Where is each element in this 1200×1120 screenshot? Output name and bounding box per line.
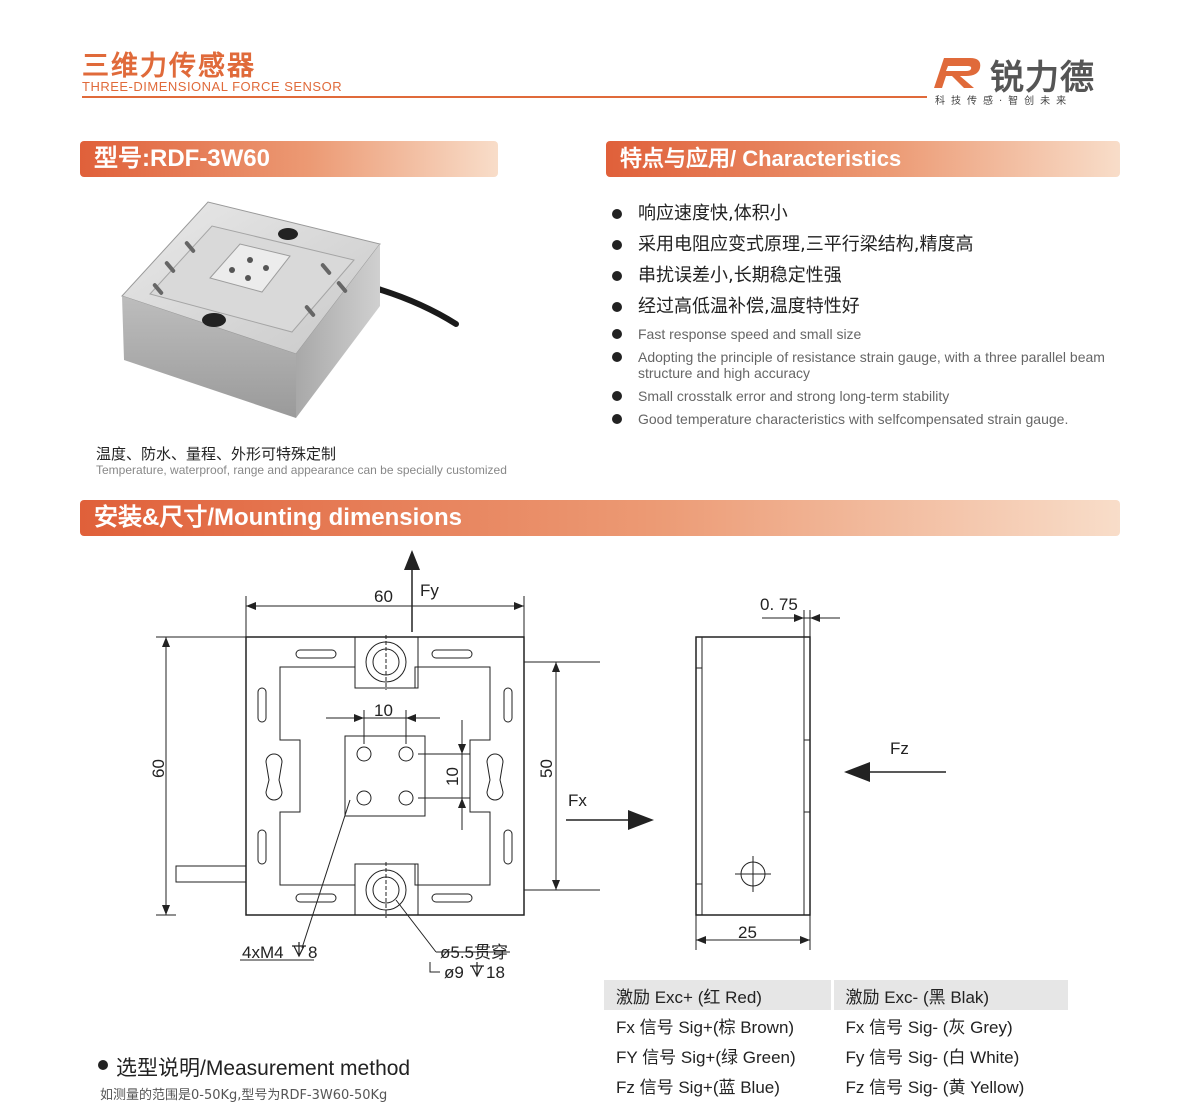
bullet-icon <box>612 391 622 401</box>
bullet-icon <box>98 1060 108 1070</box>
mounting-drawing: Fy 60 60 50 10 10 Fx Fz 0. 75 25 4xM4 8 … <box>149 550 946 980</box>
counterbore-depth: 18 <box>486 963 505 980</box>
fy-label: Fy <box>420 581 439 600</box>
counterbore-dia: ø9 <box>444 963 464 980</box>
bullet-icon <box>612 414 622 424</box>
fz-label: Fz <box>890 739 909 758</box>
thickness-dim: 0. 75 <box>760 595 798 614</box>
bullet-icon <box>612 209 622 219</box>
bullet-icon <box>612 240 622 250</box>
bullet-icon <box>612 302 622 312</box>
height-dim: 60 <box>149 759 168 778</box>
page-title: 三维力传感器 <box>82 51 256 82</box>
through-hole-note: ø5.5贯穿 <box>440 943 508 962</box>
table-row: Fx 信号 Sig+(棕 Brown) Fx 信号 Sig- (灰 Grey) <box>604 1010 1068 1040</box>
feature-item-en: Good temperature characteristics with se… <box>612 411 1112 427</box>
mounting-bar: 安装&尺寸/Mounting dimensions <box>80 500 1120 536</box>
depth-symbol-icon <box>292 942 306 958</box>
measurement-note: 如测量的范围是0-50Kg,型号为RDF-3W60-50Kg <box>100 1088 388 1103</box>
characteristics-bar: 特点与应用/ Characteristics <box>606 141 1120 177</box>
depth-dim: 25 <box>738 923 757 942</box>
feature-item-en: Fast response speed and small size <box>612 326 1112 342</box>
feature-item: 串扰误差小,长期稳定性强 <box>612 264 1112 288</box>
bullet-icon <box>612 271 622 281</box>
wiring-table: 激励 Exc+ (红 Red) 激励 Exc- (黑 Blak) Fx 信号 S… <box>604 980 1068 1100</box>
width-dim: 60 <box>374 587 393 606</box>
table-row: FY 信号 Sig+(绿 Green) Fy 信号 Sig- (白 White) <box>604 1040 1068 1070</box>
hole-spacing-v: 10 <box>443 767 462 786</box>
brand-name: 锐力德 <box>990 58 1095 98</box>
header-divider <box>82 96 927 98</box>
hole-spacing-h: 10 <box>374 701 393 720</box>
table-row: 激励 Exc+ (红 Red) 激励 Exc- (黑 Blak) <box>604 980 1068 1010</box>
photo-caption-en: Temperature, waterproof, range and appea… <box>96 463 507 477</box>
depth-symbol-icon <box>470 962 484 978</box>
fx-label: Fx <box>568 791 587 810</box>
brand-logo-icon <box>934 58 981 88</box>
product-photo <box>121 201 459 418</box>
thread-depth: 8 <box>308 943 317 962</box>
bullet-icon <box>612 352 622 362</box>
thread-note: 4xM4 <box>242 943 284 962</box>
model-bar: 型号:RDF-3W60 <box>80 141 498 177</box>
feature-item-en: Small crosstalk error and strong long-te… <box>612 388 1112 404</box>
feature-item: 响应速度快,体积小 <box>612 202 1112 226</box>
bullet-icon <box>612 329 622 339</box>
measurement-title: 选型说明/Measurement method <box>116 1057 411 1080</box>
page-subtitle: THREE-DIMENSIONAL FORCE SENSOR <box>82 79 343 94</box>
photo-caption-cn: 温度、防水、量程、外形可特殊定制 <box>96 445 337 463</box>
inner-height-dim: 50 <box>537 759 556 778</box>
feature-item: 经过高低温补偿,温度特性好 <box>612 295 1112 319</box>
feature-item-en: Adopting the principle of resistance str… <box>612 349 1112 383</box>
brand-slogan: 科技传感·智创未来 <box>935 96 1073 107</box>
table-row: Fz 信号 Sig+(蓝 Blue) Fz 信号 Sig- (黄 Yellow) <box>604 1070 1068 1100</box>
feature-item: 采用电阻应变式原理,三平行梁结构,精度高 <box>612 233 1112 257</box>
